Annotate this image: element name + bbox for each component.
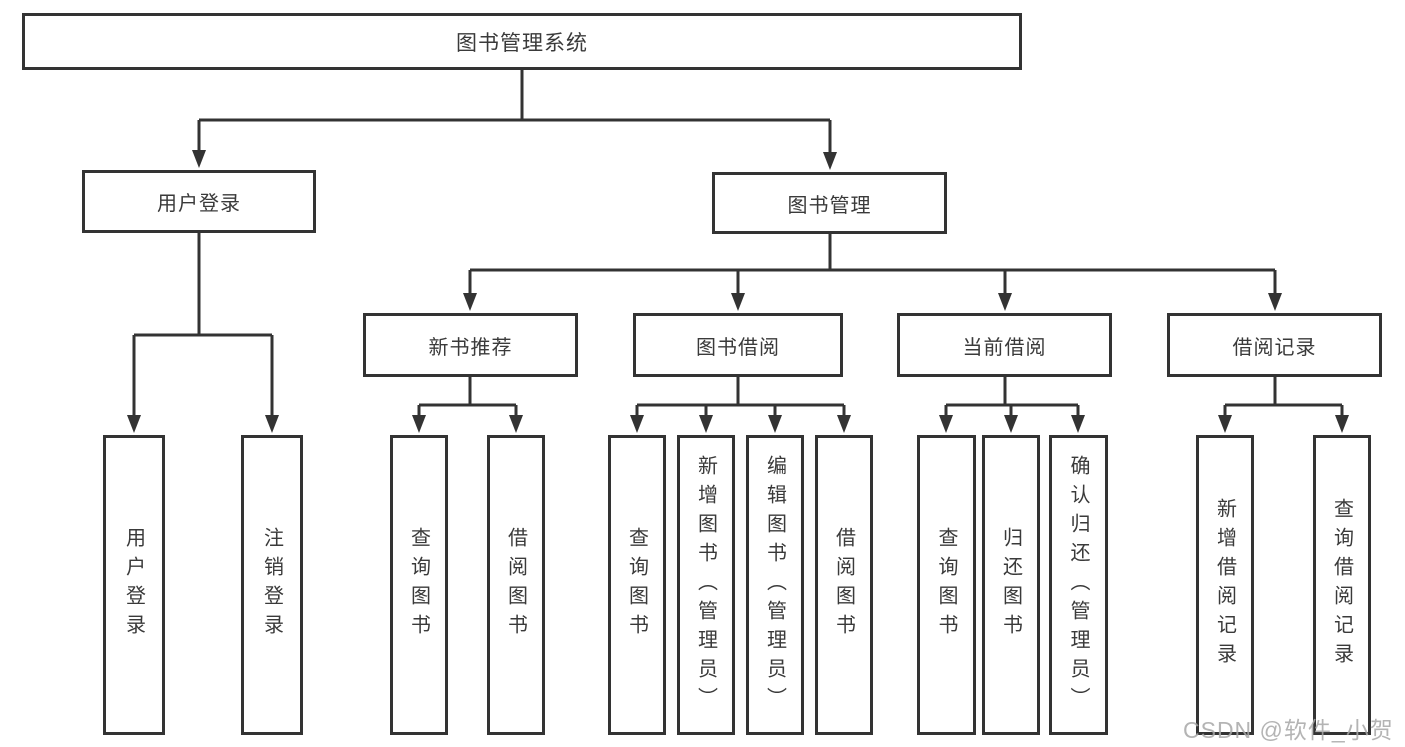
leaf-add-borrow-record: 新增借阅记录 — [1196, 435, 1254, 735]
leaf-add-books-admin: 新增图书（管理员） — [677, 435, 735, 735]
node-root: 图书管理系统 — [22, 13, 1022, 70]
node-new-book-recommend: 新书推荐 — [363, 313, 578, 377]
leaf-query-borrow-record: 查询借阅记录 — [1313, 435, 1371, 735]
leaf-edit-books-admin: 编辑图书（管理员） — [746, 435, 804, 735]
tree-edges — [132, 68, 1344, 417]
leaf-borrow-books: 借阅图书 — [815, 435, 873, 735]
arrowheads — [127, 150, 1349, 433]
node-book-management-branch: 图书管理 — [712, 172, 947, 234]
leaf-current-query-books: 查询图书 — [917, 435, 976, 735]
node-book-borrow: 图书借阅 — [633, 313, 843, 377]
leaf-recommend-query-books: 查询图书 — [390, 435, 448, 735]
leaf-borrow-query-books: 查询图书 — [608, 435, 666, 735]
node-user-login-branch: 用户登录 — [82, 170, 316, 233]
node-borrow-records: 借阅记录 — [1167, 313, 1382, 377]
leaf-recommend-borrow-books: 借阅图书 — [487, 435, 545, 735]
node-current-borrow: 当前借阅 — [897, 313, 1112, 377]
leaf-logout: 注销登录 — [241, 435, 303, 735]
leaf-user-login: 用户登录 — [103, 435, 165, 735]
leaf-confirm-return-admin: 确认归还（管理员） — [1049, 435, 1108, 735]
leaf-return-books: 归还图书 — [982, 435, 1040, 735]
